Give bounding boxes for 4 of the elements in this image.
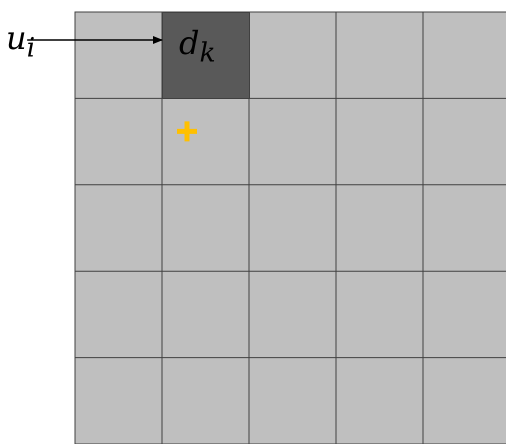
arrow: [27, 36, 163, 44]
math-label: d$_{k}$: [179, 27, 216, 68]
math-label: u$_{i}$: [6, 22, 36, 62]
highlighted-grid-cell: [162, 12, 250, 100]
